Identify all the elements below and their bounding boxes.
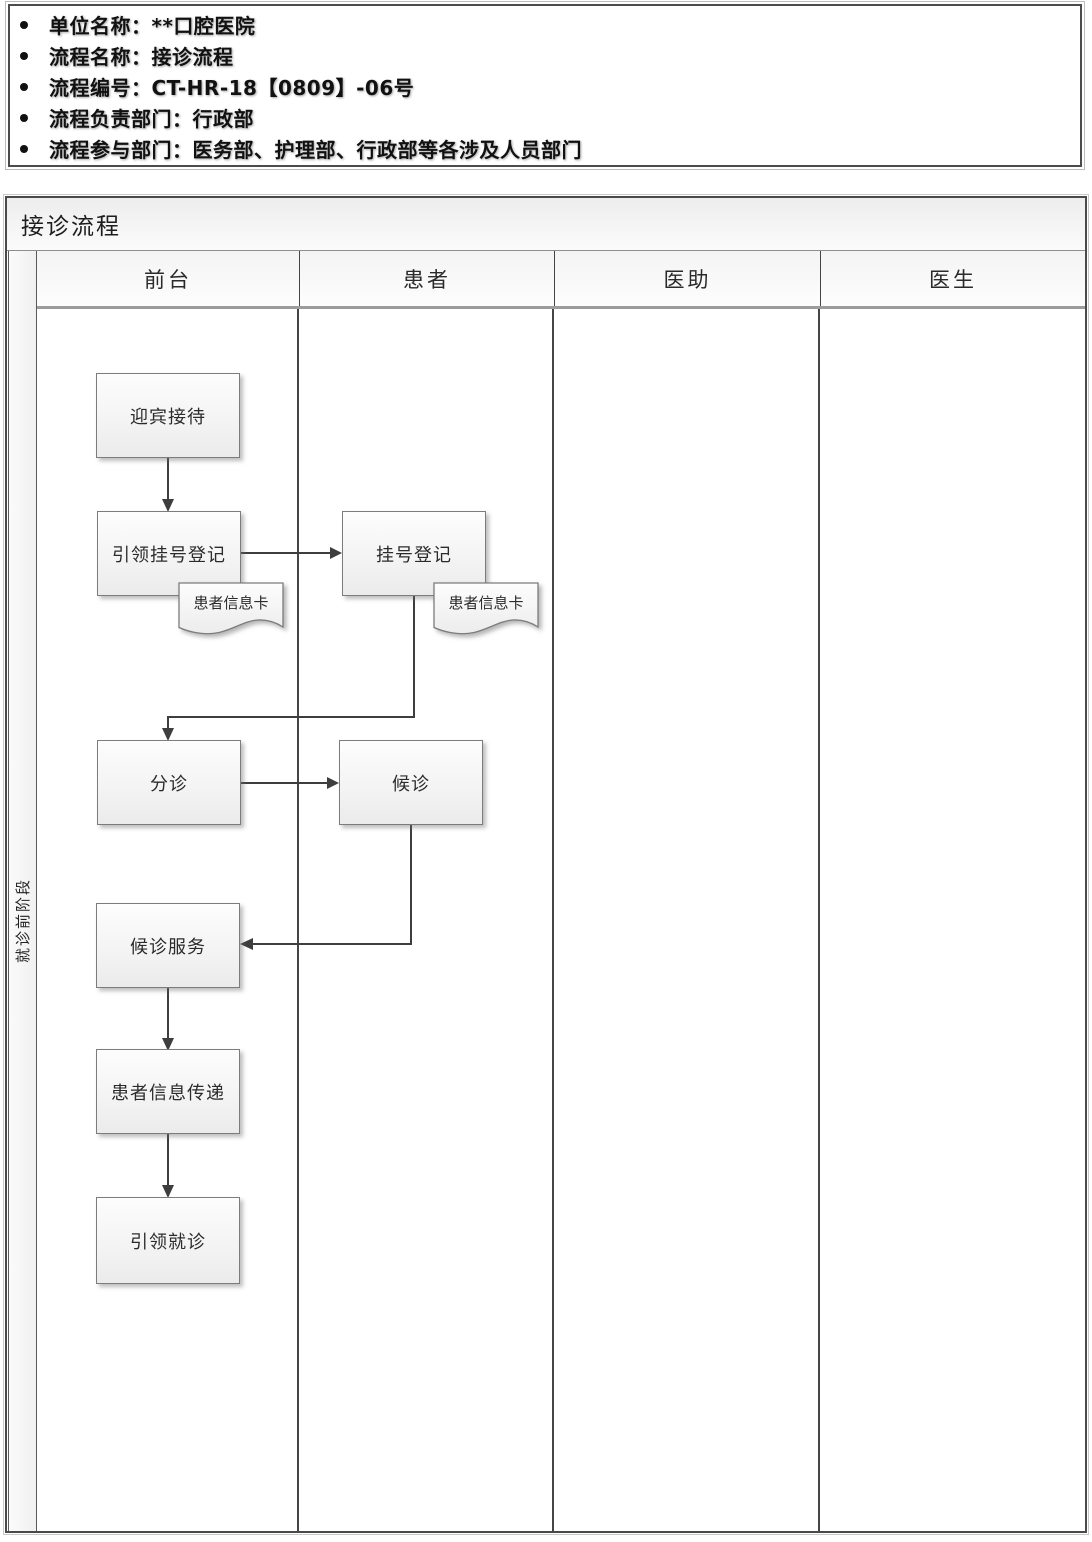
node-label: 挂号登记	[376, 544, 452, 566]
node-label: 候诊	[392, 773, 430, 795]
flowchart-main: 就诊前阶段 前台 患者 医助 医生	[7, 251, 1085, 1531]
node-welcome: 迎宾接待	[96, 373, 240, 458]
bullet-icon	[20, 144, 28, 153]
flowchart-frame: 接诊流程 就诊前阶段 前台 患者 医助 医生	[3, 194, 1089, 1535]
unit-name: 单位名称：**口腔医院	[49, 14, 256, 38]
node-patient-info-transfer: 患者信息传递	[96, 1049, 240, 1134]
info-item: 流程负责部门：行政部	[10, 102, 1080, 133]
arrowhead	[327, 777, 339, 789]
document-shape-icon	[433, 582, 539, 635]
flow-connectors	[162, 458, 415, 1198]
bullet-icon	[20, 20, 28, 29]
edge-waiting-to-waiting-service	[253, 825, 412, 945]
lane-divider	[297, 309, 299, 1531]
arrowhead	[162, 1185, 174, 1198]
bullet-icon	[20, 113, 28, 122]
info-item: 流程参与部门：医务部、护理部、行政部等各涉及人员部门	[10, 133, 1080, 164]
lane-header-front-desk: 前台	[144, 267, 192, 292]
lane-header-medical-assistant: 医助	[554, 251, 820, 306]
node-registration: 挂号登记	[342, 511, 486, 596]
node-waiting: 候诊	[339, 740, 483, 825]
node-label: 分诊	[150, 773, 188, 795]
lane-divider	[818, 309, 820, 1531]
process-name: 流程名称：接诊流程	[49, 45, 234, 69]
flowchart-title: 接诊流程	[7, 198, 1085, 251]
edge-registration-to-triage	[167, 596, 415, 728]
process-number: 流程编号：CT-HR-18【0809】-06号	[49, 76, 415, 100]
document-label: 患者信息卡	[193, 594, 269, 612]
node-label: 候诊服务	[130, 936, 206, 958]
participating-departments: 流程参与部门：医务部、护理部、行政部等各涉及人员部门	[49, 138, 582, 162]
arrowhead	[162, 728, 174, 741]
lane-header-doctor: 医生	[820, 251, 1085, 306]
document-patient-info-card-1: 患者信息卡	[178, 582, 284, 640]
node-label: 引领就诊	[130, 1231, 206, 1253]
lane-divider	[552, 309, 554, 1531]
lane-header-row: 前台 患者 医助 医生	[37, 251, 1085, 309]
flowchart-body: 迎宾接待 引领挂号登记 挂号登记 分诊 候诊 候诊服务 患者信息传递 引领就诊	[7, 309, 1085, 1531]
node-waiting-service: 候诊服务	[96, 903, 240, 988]
node-label: 迎宾接待	[130, 406, 206, 428]
phase-strip: 就诊前阶段	[8, 251, 37, 1531]
document-shape-icon	[178, 582, 284, 635]
node-triage: 分诊	[97, 740, 241, 825]
info-item: 流程名称：接诊流程	[10, 40, 1080, 71]
node-guide-registration: 引领挂号登记	[97, 511, 241, 596]
arrowhead	[162, 1038, 174, 1051]
lane-header-patient: 患者	[299, 251, 554, 306]
node-label: 引领挂号登记	[112, 544, 226, 566]
arrowhead	[330, 547, 342, 559]
document-label: 患者信息卡	[448, 594, 524, 612]
bullet-icon	[20, 82, 28, 91]
info-item: 流程编号：CT-HR-18【0809】-06号	[10, 71, 1080, 102]
responsible-department: 流程负责部门：行政部	[49, 107, 254, 131]
process-info-box: 单位名称：**口腔医院 流程名称：接诊流程 流程编号：CT-HR-18【0809…	[5, 1, 1085, 170]
node-label: 患者信息传递	[111, 1082, 225, 1104]
node-guide-to-visit: 引领就诊	[96, 1197, 240, 1284]
arrowhead	[162, 499, 174, 512]
bullet-icon	[20, 51, 28, 60]
arrowhead	[240, 938, 253, 950]
document-patient-info-card-2: 患者信息卡	[433, 582, 539, 640]
info-item: 单位名称：**口腔医院	[10, 9, 1080, 40]
